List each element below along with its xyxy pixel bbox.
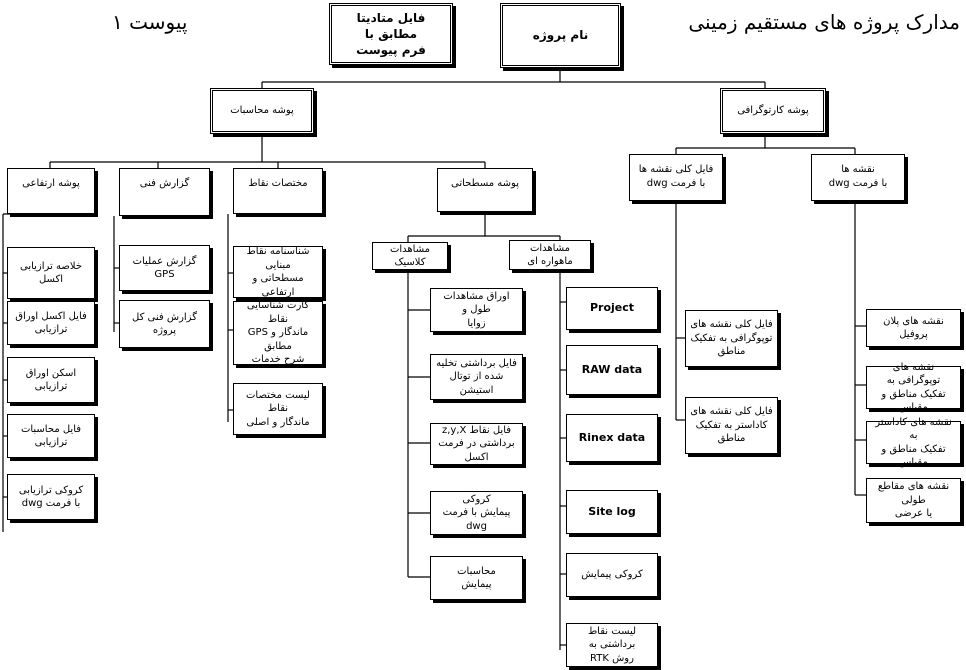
appendix-label: پیوست ۱: [112, 10, 188, 34]
point-specs-box: مختصات نقاط: [233, 168, 323, 214]
project-name-box: نام پروژه: [500, 3, 621, 68]
traverse-sketch-box: کروکی پیمایش با فرمت dwg: [430, 491, 523, 535]
rinex-data-box: Rinex data: [566, 414, 658, 462]
permanent-points-card-box: کارت شناسایی نقاط ماندگار و GPS مطابق شر…: [233, 300, 323, 365]
technical-report-box: گزارش فنی: [119, 168, 210, 216]
raw-data-box: RAW data: [566, 345, 658, 395]
overall-dwg-box: فایل کلی نقشه ها با فرمت dwg: [629, 154, 723, 201]
leveling-sheets-excel-box: فایل اکسل اوراق ترازیابی: [7, 301, 95, 345]
leveling-sketch-box: کروکی ترازیابی با فرمت dwg: [7, 474, 95, 520]
plan-profile-box: نقشه های پلان پروفیل: [866, 309, 961, 347]
topo-overall-box: فایل کلی نقشه های توپوگرافی به تفکیک منا…: [685, 310, 778, 367]
project-box: Project: [566, 287, 658, 330]
metadata-file-box: فایل متادیتا مطابق با فرم پیوست: [329, 3, 453, 65]
sections-box: نقشه های مقاطع طولی یا عرضی: [866, 478, 961, 523]
gps-report-box: گزارش عملیات GPS: [119, 245, 210, 291]
cadastre-overall-box: فایل کلی نقشه های کاداستر به تفکیک مناطق: [685, 397, 778, 454]
diagram-title: مدارک پروژه های مستقیم زمینی: [688, 10, 960, 34]
planimetry-folder-box: پوشه مسطحاتی: [437, 168, 533, 212]
traverse-calc-box: محاسبات پیمایش: [430, 556, 523, 600]
traverse-sketch-sat-box: کروکی پیمایش: [566, 553, 658, 597]
maps-dwg-box: نقشه ها با فرمت dwg: [811, 154, 905, 201]
altimetry-folder-box: پوشه ارتفاعی: [7, 168, 95, 214]
satellite-obs-box: مشاهدات ماهواره ای: [509, 240, 591, 270]
classic-obs-box: مشاهدات کلاسیک: [372, 242, 448, 270]
control-points-id-box: شناسنامه نقاط مبنایی مسطحاتی و ارتفاعی: [233, 246, 323, 298]
calculations-folder-box: پوشه محاسبات: [210, 88, 314, 134]
leveling-calc-box: فایل محاسبات ترازیابی: [7, 414, 95, 458]
cartography-folder-box: پوشه کارتوگرافی: [720, 88, 826, 134]
site-log-box: Site log: [566, 490, 658, 534]
total-station-file-box: فایل برداشتی تخلیه شده از توتال استیشن: [430, 354, 523, 400]
project-report-box: گزارش فنی کل پروژه: [119, 300, 210, 348]
cadastre-maps-box: نقشه های کاداستر به تفکیک مناطق و مقیاس: [866, 417, 961, 468]
length-angle-sheets-box: اوراق مشاهدات طول و زوایا: [430, 288, 523, 332]
xyz-excel-file-box: فایل نقاط z,y,X برداشتی در فرمت اکسل: [430, 423, 523, 465]
coordinates-list-box: لیست مختصات نقاط ماندگار و اصلی: [233, 383, 323, 435]
topo-maps-box: نقشه های توپوگرافی به تفکیک مناطق و مقیا…: [866, 362, 961, 413]
leveling-scan-box: اسکن اوراق ترازیابی: [7, 357, 95, 403]
leveling-summary-box: خلاصه ترازیابی اکسل: [7, 247, 95, 299]
rtk-points-list-box: لیست نقاط برداشتی به روش RTK: [566, 623, 658, 667]
